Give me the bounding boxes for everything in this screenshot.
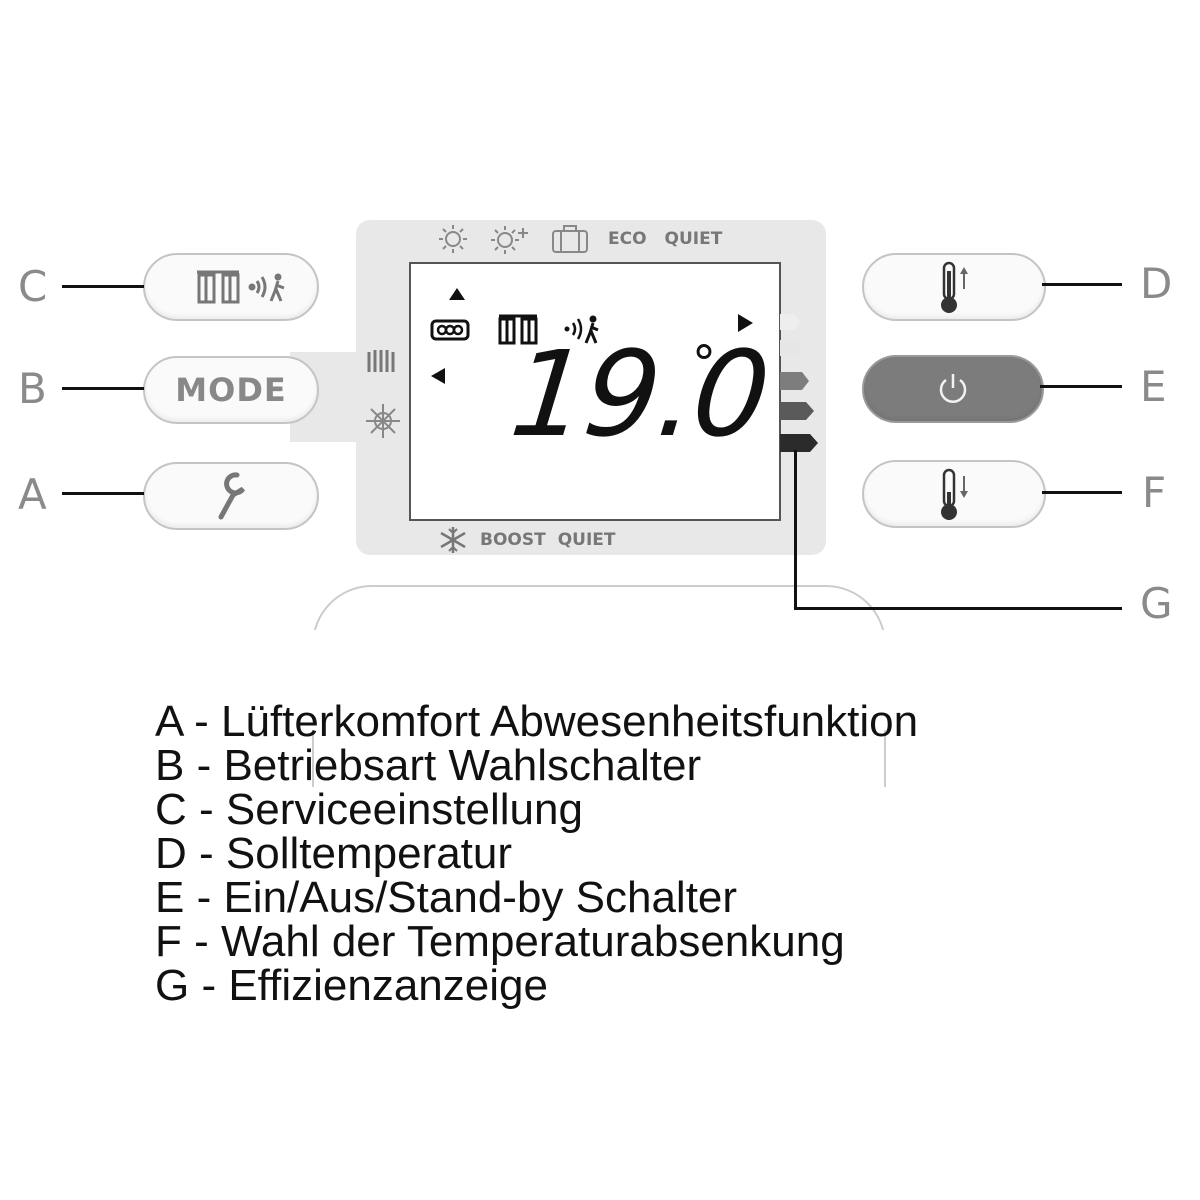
temperature-value: 19.0 <box>504 325 774 463</box>
leader-c <box>62 285 144 288</box>
leader-a <box>62 492 144 495</box>
housing-edge-mask <box>0 630 1200 730</box>
legend-item-f: F - Wahl der Temperaturabsenkung <box>155 917 845 966</box>
efficiency-level-5 <box>780 434 818 452</box>
mode-button[interactable]: MODE <box>143 356 319 424</box>
efficiency-level-4 <box>780 402 814 420</box>
boost-row: BOOST QUIET <box>438 525 616 555</box>
power-button[interactable] <box>862 355 1044 423</box>
temperature-down-button[interactable] <box>862 460 1046 528</box>
efficiency-level-2 <box>780 340 802 356</box>
left-arrow-icon <box>431 368 445 384</box>
legend-item-b: B - Betriebsart Wahlschalter <box>155 741 702 790</box>
window-open-icon <box>498 314 538 345</box>
efficiency-level-3 <box>780 372 809 390</box>
mode-indicator-row: ECO QUIET <box>436 224 776 254</box>
sun-plus-icon <box>491 226 528 254</box>
callout-g: G <box>1140 579 1173 628</box>
leader-d <box>1042 283 1122 286</box>
callout-a: A <box>18 470 47 519</box>
heating-coil-icon <box>430 319 470 341</box>
legend-item-a: A - Lüfterkomfort Abwesenheitsfunktion <box>155 697 919 746</box>
leader-g-vertical <box>794 450 797 610</box>
lcd-screen <box>409 262 781 521</box>
up-arrow-icon <box>449 288 465 300</box>
callout-f: F <box>1142 468 1167 517</box>
legend-item-g: G - Effizienzanzeige <box>155 961 548 1010</box>
boost-label: BOOST <box>480 530 546 550</box>
window-presence-button[interactable] <box>143 253 319 321</box>
right-arrow-icon <box>738 314 753 332</box>
power-icon <box>939 374 967 403</box>
callout-c: C <box>18 262 48 311</box>
legend-item-c: C - Serviceeinstellung <box>155 785 583 834</box>
service-button[interactable] <box>143 462 319 530</box>
window-presence-icon <box>197 270 285 304</box>
degree-symbol: ° <box>692 336 716 392</box>
efficiency-level-1 <box>780 314 800 330</box>
legend: A - Lüfterkomfort Abwesenheitsfunktion B… <box>155 700 918 1008</box>
sun-icon <box>439 225 467 253</box>
callout-e: E <box>1140 362 1167 411</box>
radiator-icon <box>367 350 395 372</box>
leader-e <box>1040 385 1122 388</box>
callout-d: D <box>1140 259 1173 308</box>
temperature-up-button[interactable] <box>862 253 1046 321</box>
mode-button-label: MODE <box>175 371 287 409</box>
thermometer-down-icon <box>941 468 968 520</box>
suitcase-icon <box>552 225 588 253</box>
quiet-label-top: QUIET <box>664 229 723 249</box>
callout-b: B <box>18 364 47 413</box>
snowflake-icon <box>440 527 466 553</box>
legend-item-d: D - Solltemperatur <box>155 829 513 878</box>
leader-f <box>1042 491 1122 494</box>
presence-sensor-icon <box>564 315 599 344</box>
temperature-readout: 19.0 <box>505 325 774 463</box>
leader-g-horizontal <box>794 607 1122 610</box>
legend-item-e: E - Ein/Aus/Stand-by Schalter <box>155 873 738 922</box>
thermometer-up-icon <box>941 261 968 313</box>
wrench-icon <box>218 472 246 520</box>
efficiency-indicator <box>780 314 818 452</box>
quiet-label-bottom: QUIET <box>557 530 616 550</box>
eco-label: ECO <box>608 229 647 249</box>
snowflake-sun-icon <box>366 404 400 438</box>
leader-b <box>62 387 144 390</box>
